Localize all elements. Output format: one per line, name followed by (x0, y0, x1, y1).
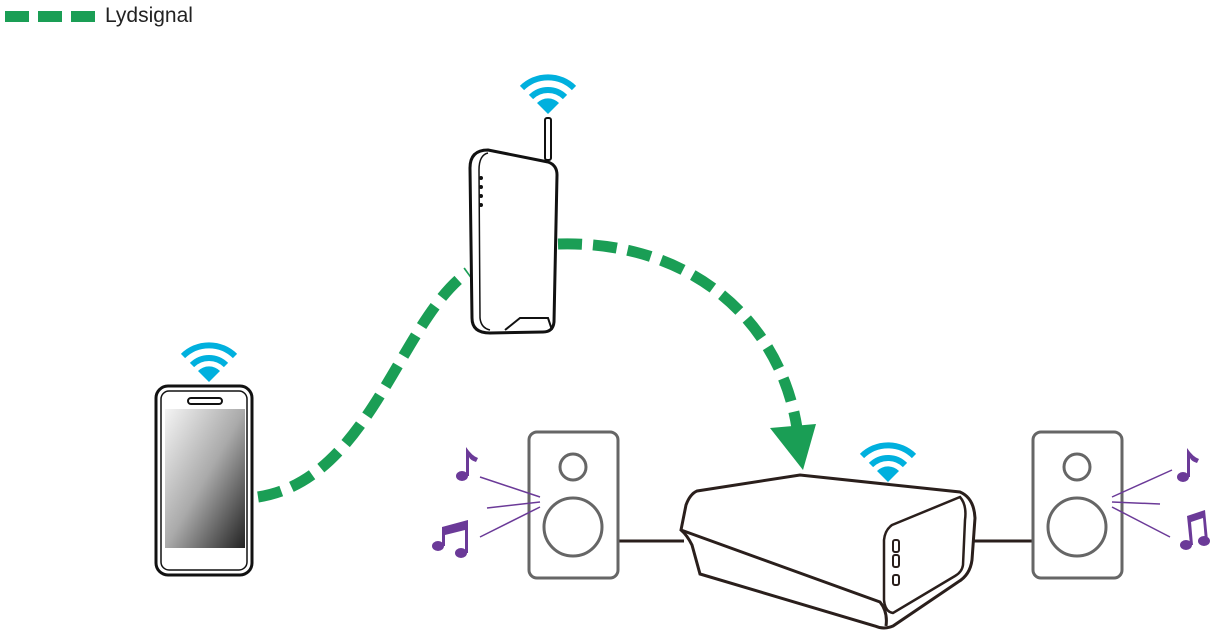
legend: Lydsignal (5, 4, 193, 28)
legend-dash-icon (5, 11, 95, 22)
wireless-receiver-icon (679, 445, 977, 630)
router-icon (468, 77, 574, 335)
smartphone-icon (154, 345, 254, 577)
signal-path-phone-router (257, 267, 472, 503)
legend-label: Lydsignal (105, 4, 193, 27)
speaker-right-icon (1031, 430, 1173, 580)
music-note-icon (456, 447, 478, 481)
music-note-icon (1177, 448, 1199, 482)
signal-arrow-icon (770, 424, 816, 470)
signal-path-router-receiver (557, 238, 803, 429)
music-note-icon (1180, 510, 1210, 550)
music-note-icon (432, 520, 468, 558)
speaker-left-icon (479, 430, 620, 580)
